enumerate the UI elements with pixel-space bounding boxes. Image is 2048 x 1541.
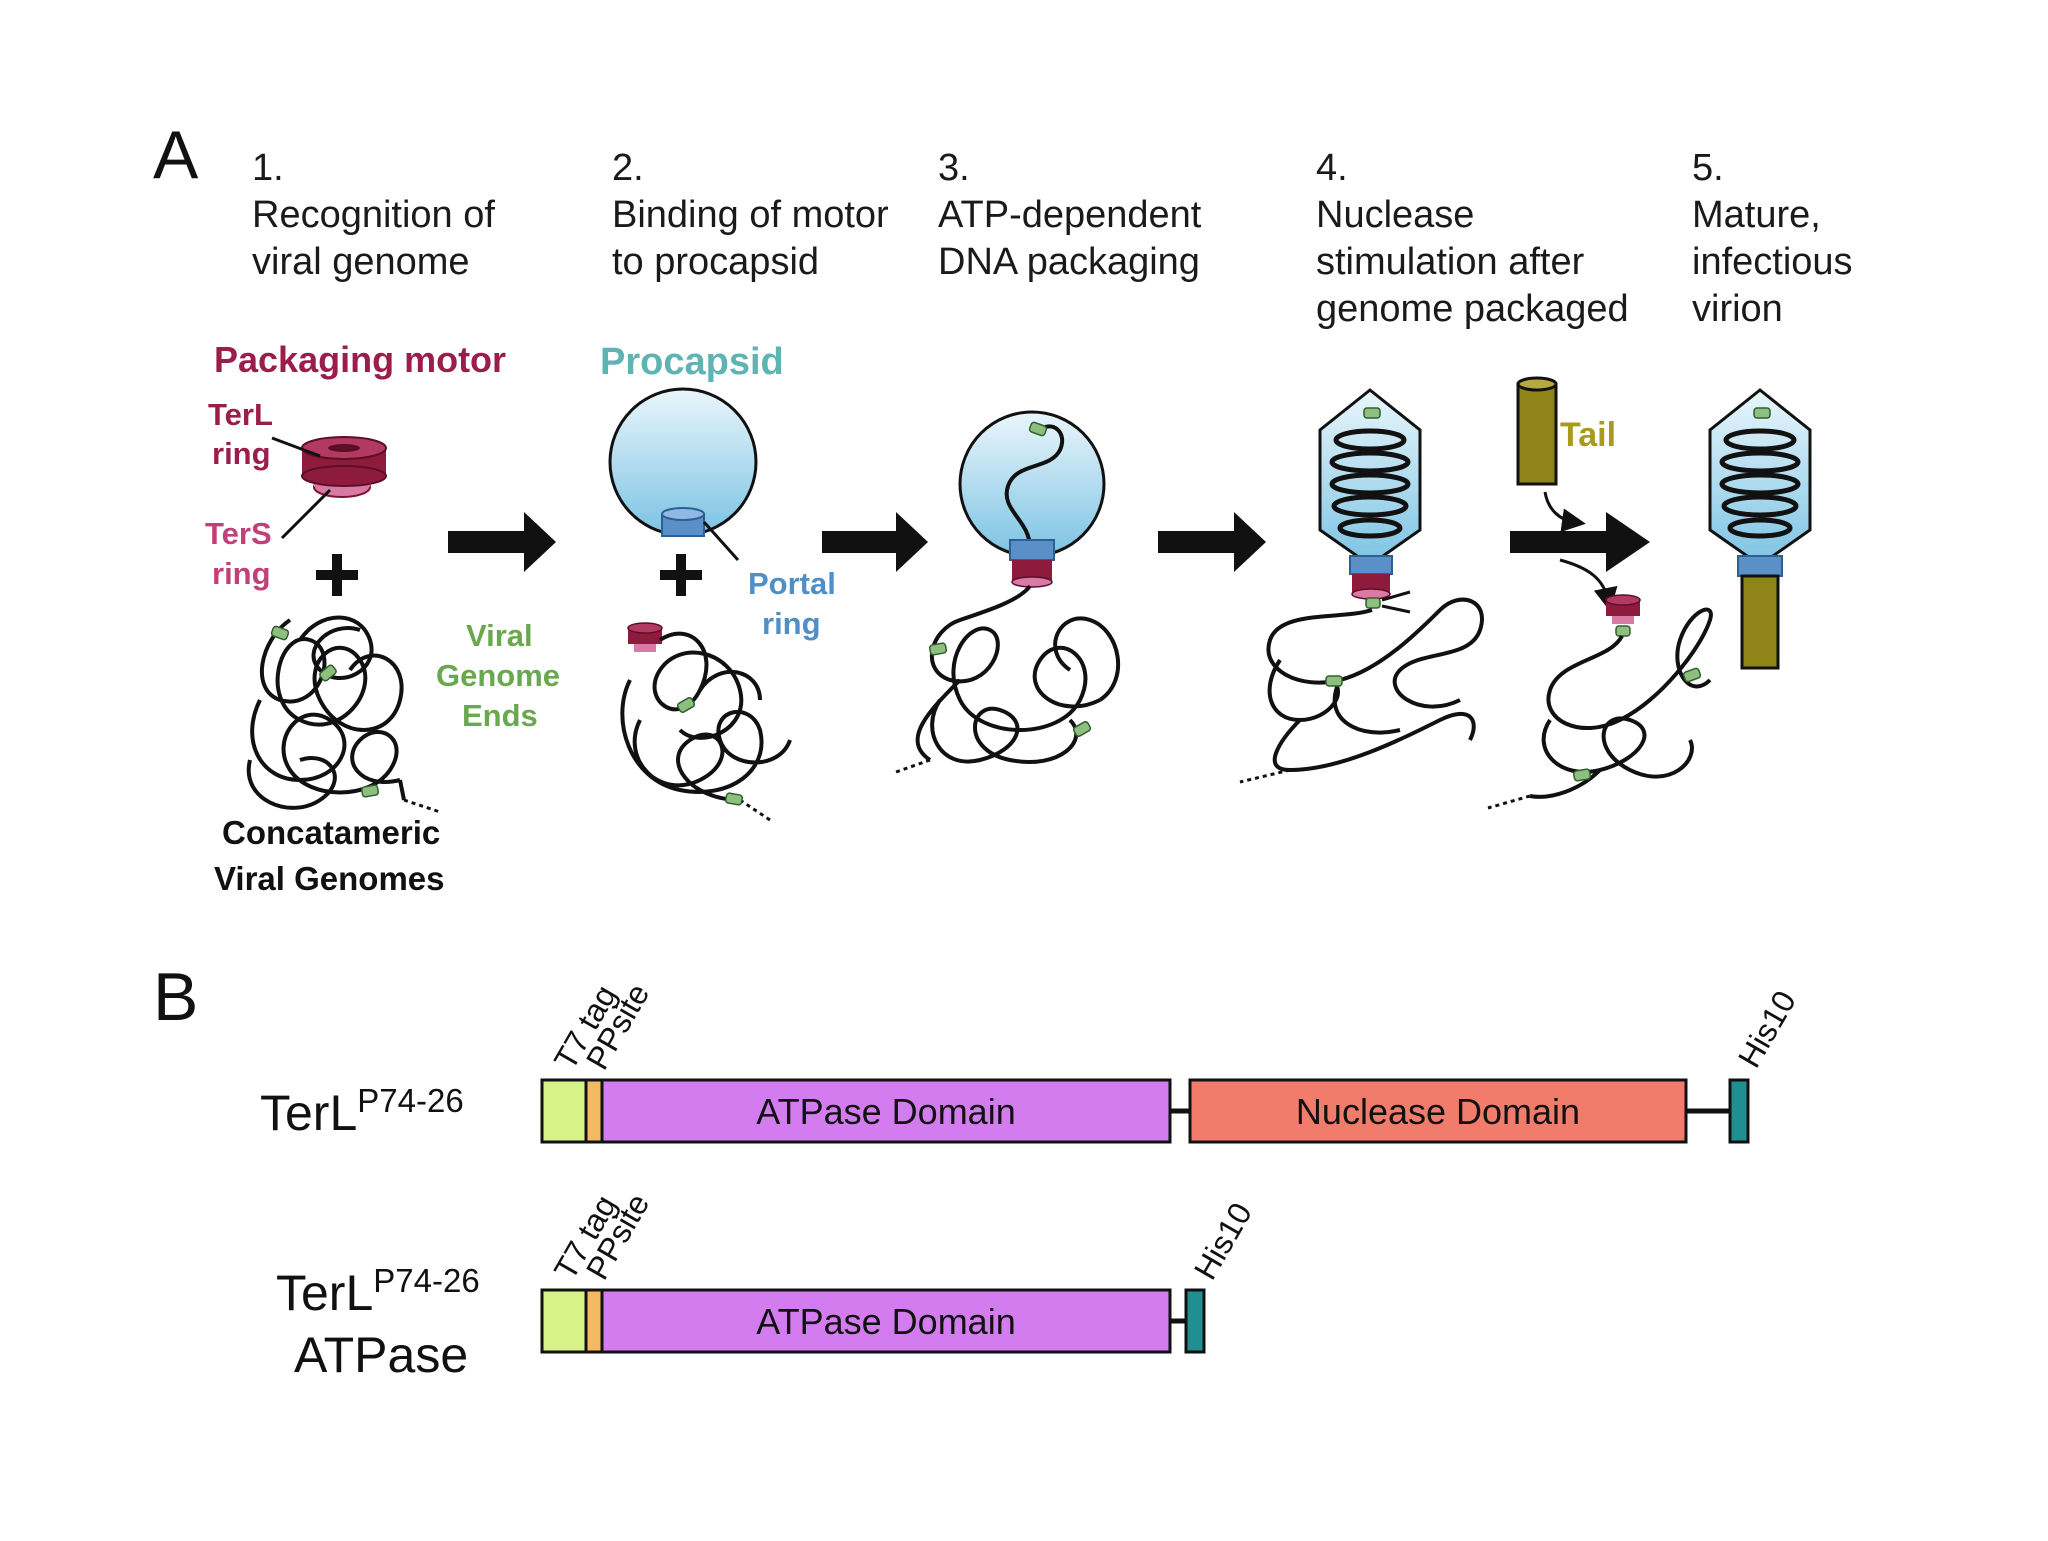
- packaging-motor-icon: [301, 436, 387, 498]
- step-2-number: 2.: [612, 147, 644, 189]
- tail-label: Tail: [1560, 416, 1616, 454]
- construct-1-name: TerLP74-26: [260, 1082, 464, 1141]
- plus-icon-1: [316, 554, 358, 596]
- construct-2-superscript: P74-26: [373, 1262, 479, 1299]
- step-2-line2: to procapsid: [612, 241, 819, 283]
- ters-ring-label-2: ring: [212, 556, 271, 591]
- concatemeric-genome-icon-5: [1487, 607, 1713, 810]
- construct-2-his10-label: His10: [1187, 1197, 1259, 1286]
- step-4-number: 4.: [1316, 147, 1348, 189]
- step-3-line1: ATP-dependent: [938, 194, 1202, 236]
- step-2-line1: Binding of motor: [612, 194, 889, 236]
- portal-motor-complex-4: [1349, 555, 1411, 614]
- terl-pointer-line: [271, 436, 321, 458]
- genome-end-markers-3: [928, 642, 1092, 737]
- step-1-line2: viral genome: [252, 241, 470, 283]
- portal-motor-complex-3: [1009, 539, 1055, 588]
- step-3-line2: DNA packaging: [938, 241, 1200, 283]
- step-1-number: 1.: [252, 147, 284, 189]
- construct-terl-atpase: TerLP74-26 ATPase ATPase Domain T7 tag P…: [276, 1187, 1259, 1383]
- portal-pointer-line: [702, 520, 740, 562]
- genome-end-marker-4: [1325, 675, 1343, 687]
- portal-ring-label-2: ring: [762, 606, 821, 641]
- ters-pointer-line: [280, 488, 332, 540]
- construct-1-his10-label: His10: [1731, 985, 1803, 1074]
- panel-a-label: A: [153, 117, 199, 193]
- mature-virion-icon: [1708, 388, 1812, 670]
- ters-ring-label-1: TerS: [205, 516, 272, 551]
- step-4-line2: stimulation after: [1316, 241, 1585, 283]
- construct-1-ppsite-box: [584, 1078, 604, 1144]
- tail-icon: [1516, 376, 1558, 486]
- concatemeric-label-2: Viral Genomes: [214, 860, 445, 897]
- viral-ends-label-1: Viral: [466, 618, 533, 653]
- concatemeric-genome-icon-1: [246, 615, 441, 814]
- step-5-header: 5. Mature, infectious virion: [1692, 147, 1853, 330]
- construct-1-his10-box: [1728, 1078, 1750, 1144]
- concatemeric-genome-icon-2: [620, 631, 792, 822]
- step-3-header: 3. ATP-dependent DNA packaging: [938, 147, 1202, 283]
- concatemeric-genome-icon-4: [1239, 597, 1484, 784]
- construct-terl-full: TerLP74-26 ATPase Domain Nuclease Domain…: [260, 977, 1803, 1144]
- construct-1-superscript: P74-26: [357, 1082, 463, 1119]
- terl-ring-label-1: TerL: [208, 397, 273, 432]
- construct-1-atpase-label: ATPase Domain: [756, 1091, 1015, 1132]
- construct-2-atpase-label: ATPase Domain: [756, 1301, 1015, 1342]
- step-2-header: 2. Binding of motor to procapsid: [612, 147, 889, 283]
- step-1-line1: Recognition of: [252, 194, 495, 236]
- step-4-header: 4. Nuclease stimulation after genome pac…: [1316, 147, 1629, 330]
- genome-end-markers-1: [270, 625, 380, 798]
- construct-2-name-line2: ATPase: [294, 1327, 468, 1383]
- concatemeric-genome-icon-3: [895, 584, 1120, 774]
- arrow-step1-to-step2: [448, 512, 556, 572]
- viral-ends-label-3: Ends: [462, 698, 538, 733]
- procapsid-label: Procapsid: [600, 341, 784, 383]
- construct-2-his10-box: [1184, 1288, 1206, 1354]
- step-5-line3: virion: [1692, 288, 1783, 330]
- construct-1-nuclease-label: Nuclease Domain: [1296, 1091, 1580, 1132]
- step-5-line2: infectious: [1692, 241, 1853, 283]
- construct-2-ppsite-box: [584, 1288, 604, 1354]
- arrow-step4-to-step5: [1510, 491, 1650, 612]
- step-1-header: 1. Recognition of viral genome: [252, 147, 495, 283]
- portal-ring-icon-2: [661, 507, 705, 537]
- packaging-motor-small-2: [627, 622, 663, 652]
- construct-1-t7-tag-box: [540, 1078, 588, 1144]
- step-4-line3: genome packaged: [1316, 288, 1629, 330]
- step-5-line1: Mature,: [1692, 194, 1821, 236]
- step-5-number: 5.: [1692, 147, 1724, 189]
- step-3-number: 3.: [938, 147, 970, 189]
- step-4-line1: Nuclease: [1316, 194, 1474, 236]
- construct-1-atpase-box: [600, 1078, 1172, 1144]
- released-motor-icon: [1605, 594, 1641, 637]
- construct-2-name: TerLP74-26: [276, 1262, 480, 1321]
- construct-2-t7-tag-box: [540, 1288, 588, 1354]
- portal-ring-label-1: Portal: [748, 566, 836, 601]
- plus-icon-2: [660, 554, 702, 596]
- arrow-step3-to-step4: [1158, 512, 1266, 572]
- construct-1-name-text: TerL: [260, 1085, 357, 1141]
- concatemeric-label-1: Concatameric: [222, 814, 440, 851]
- arrow-step2-to-step3: [822, 512, 928, 572]
- packaging-motor-label: Packaging motor: [214, 339, 506, 380]
- viral-ends-label-2: Genome: [436, 658, 560, 693]
- procapsid-packaging-icon: [958, 410, 1106, 558]
- panel-b-label: B: [153, 959, 198, 1035]
- construct-2-name-text: TerL: [276, 1265, 373, 1321]
- mature-capsid-icon-4: [1318, 388, 1422, 567]
- genome-end-markers-5: [1572, 667, 1702, 782]
- genome-end-markers-2: [676, 697, 744, 806]
- terl-ring-label-2: ring: [212, 436, 271, 471]
